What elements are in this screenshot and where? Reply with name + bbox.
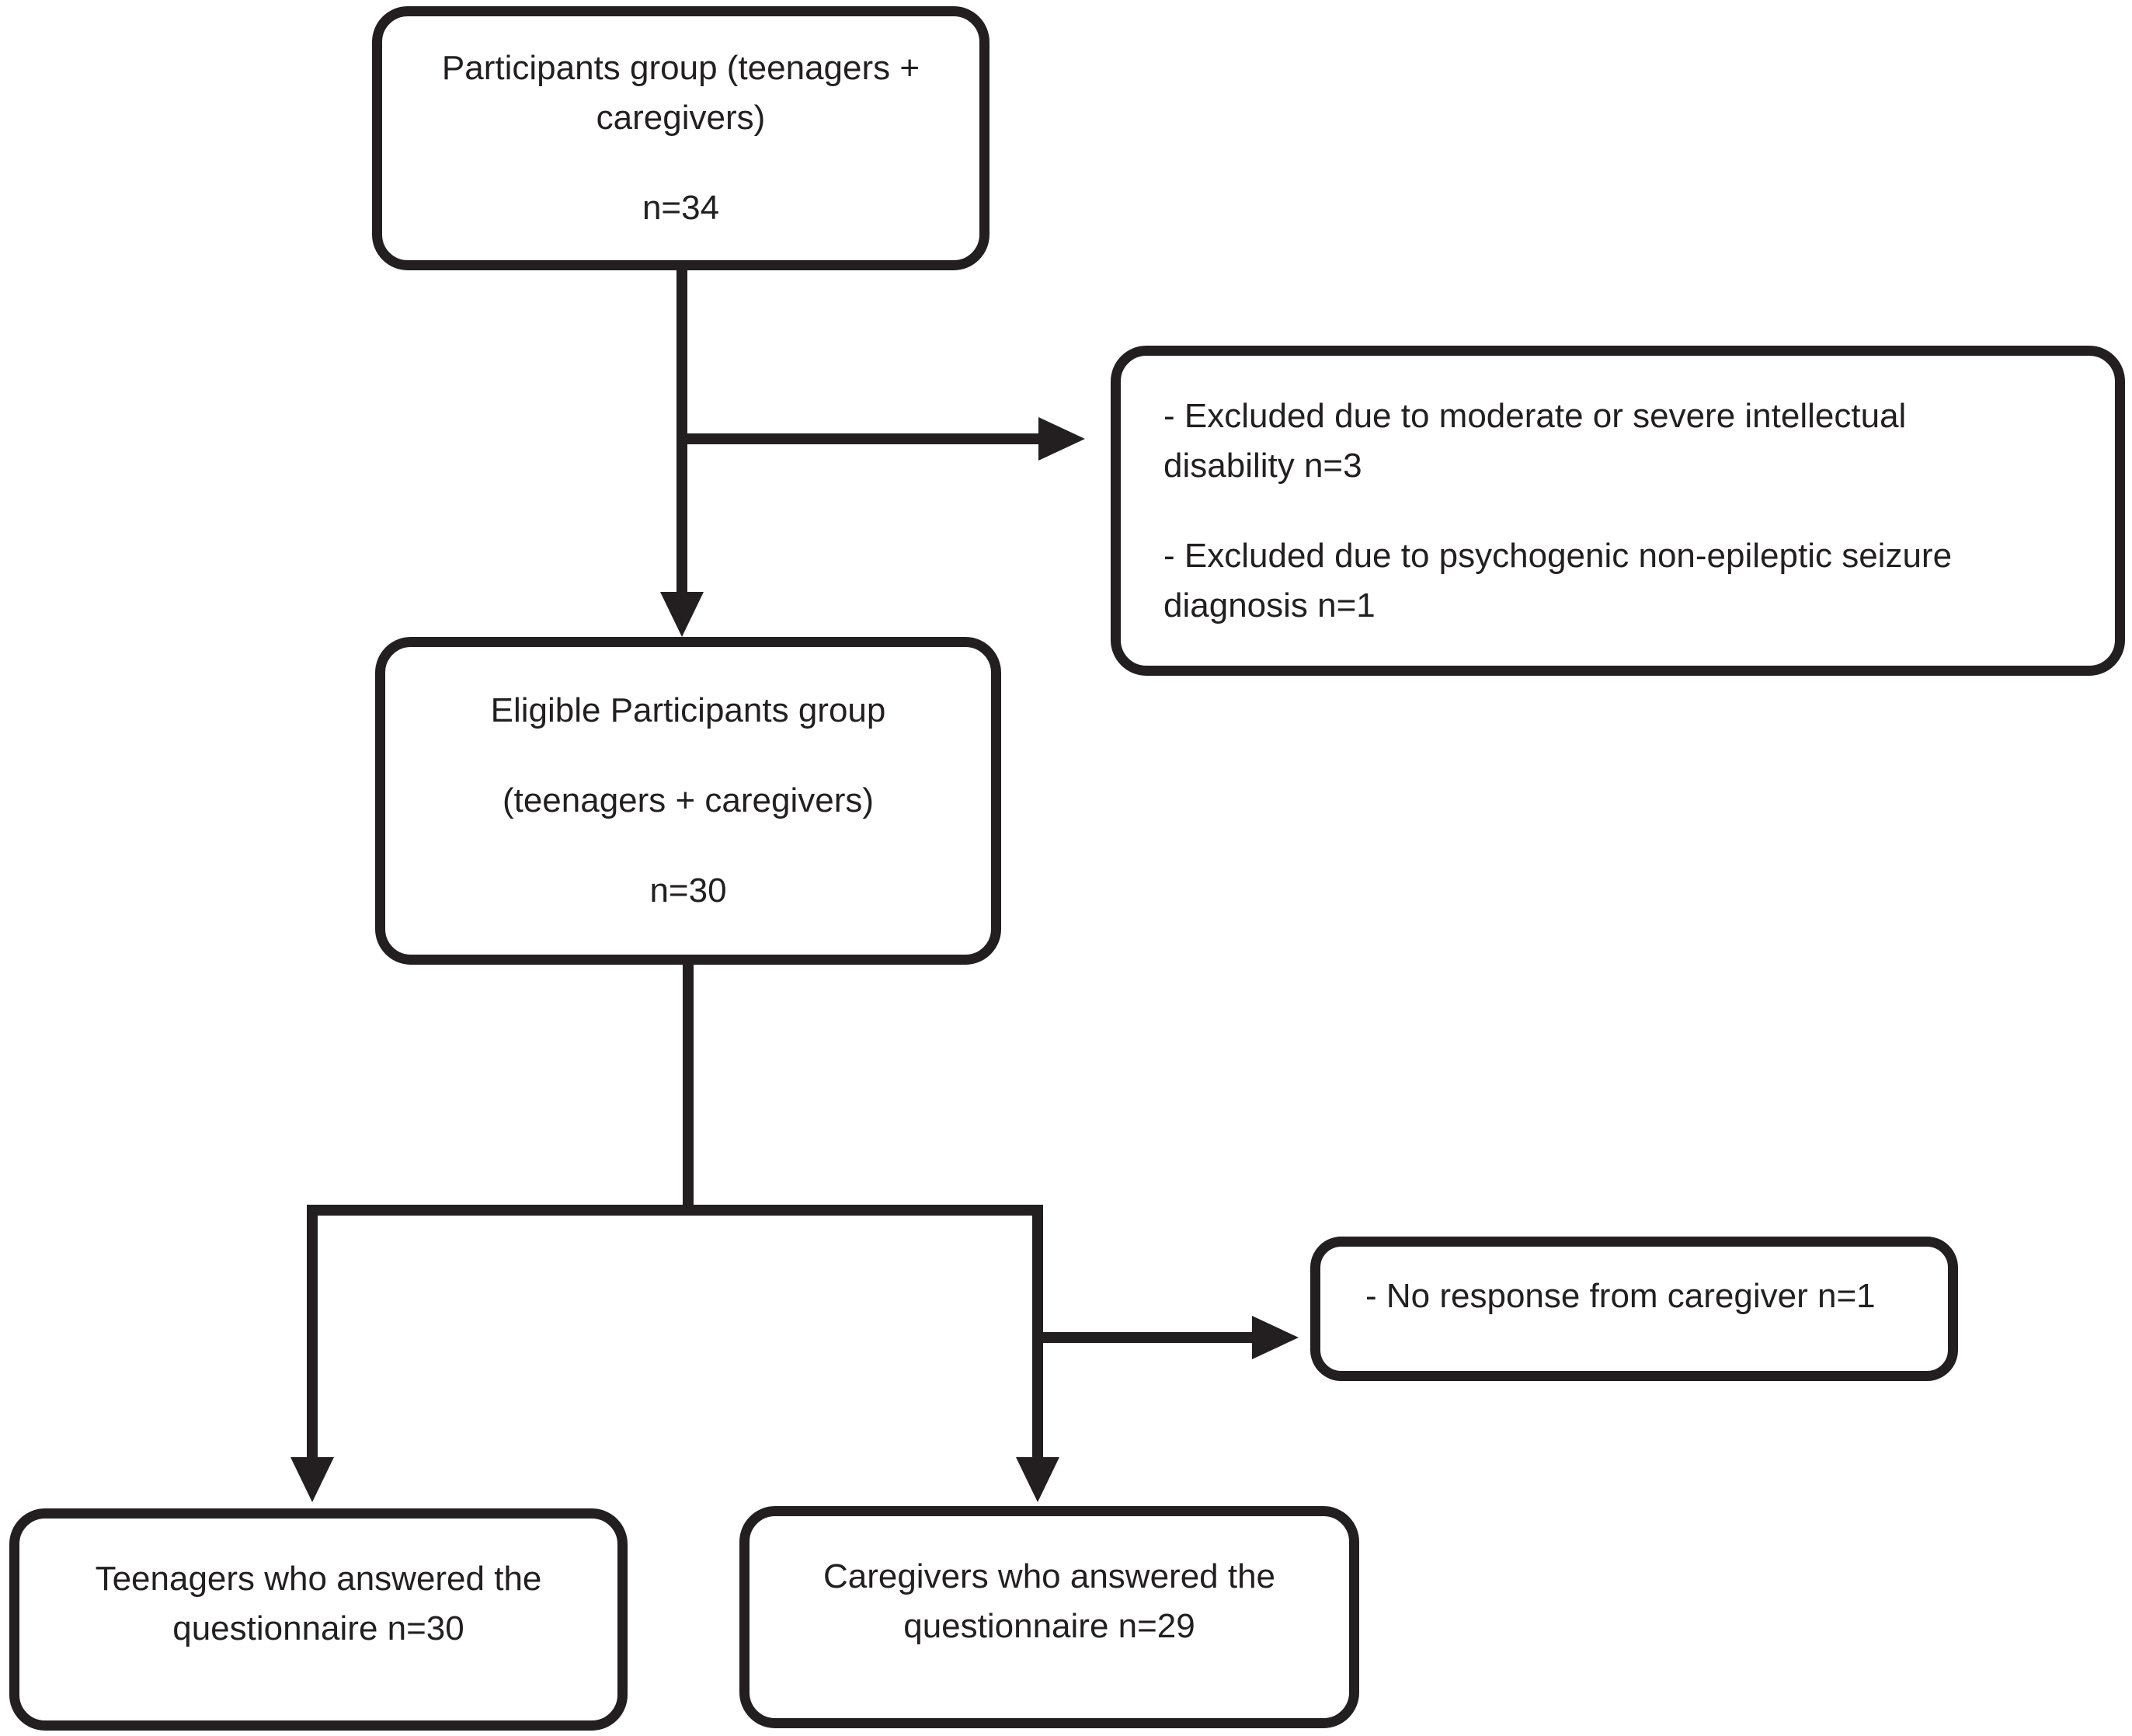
text-line: - No response from caregiver n=1 [1365, 1277, 1876, 1315]
text-line: questionnaire n=29 [903, 1607, 1195, 1645]
arrowhead-down-teenagers-icon [290, 1457, 334, 1502]
text-line: disability n=3 [1163, 446, 1362, 485]
excluded-reason-2: - Excluded due to psychogenic non-epilep… [1163, 531, 1952, 631]
box-no-response: - No response from caregiver n=1 [1310, 1237, 1958, 1381]
eligible-subtitle: (teenagers + caregivers) [503, 776, 874, 826]
box-excluded-reasons: - Excluded due to moderate or severe int… [1111, 346, 2125, 676]
text-line: Eligible Participants group [490, 691, 886, 729]
text-line: n=34 [642, 189, 720, 227]
text-line: - Excluded due to psychogenic non-epilep… [1163, 536, 1953, 575]
box-teenagers-answered: Teenagers who answered the questionnaire… [9, 1508, 628, 1731]
eligible-title: Eligible Participants group [491, 686, 886, 736]
no-response-text: - No response from caregiver n=1 [1365, 1272, 1876, 1321]
eligible-count: n=30 [649, 866, 726, 916]
text-line: Teenagers who answered the [95, 1560, 542, 1598]
arrowhead-down-caregivers-icon [1016, 1457, 1059, 1502]
text-line: n=30 [649, 871, 727, 910]
box-caregivers-answered: Caregivers who answered the questionnair… [739, 1506, 1359, 1728]
text-line: caregivers) [596, 99, 766, 137]
arrowhead-down-eligible-icon [660, 592, 704, 637]
teenagers-text: Teenagers who answered the questionnaire… [96, 1554, 542, 1654]
text-line: - Excluded due to moderate or severe int… [1163, 396, 1907, 435]
box-participants-group: Participants group (teenagers + caregive… [372, 6, 989, 270]
text-line: diagnosis n=1 [1163, 586, 1376, 624]
text-line: Caregivers who answered the [823, 1557, 1276, 1595]
arrowhead-right-no-response-icon [1252, 1316, 1299, 1359]
text-line: (teenagers + caregivers) [502, 781, 875, 819]
participants-title: Participants group (teenagers + caregive… [442, 43, 920, 143]
text-line: questionnaire n=30 [172, 1609, 464, 1647]
text-line: Participants group (teenagers + [441, 49, 920, 87]
box-eligible-participants-group: Eligible Participants group (teenagers +… [375, 637, 1001, 965]
caregivers-text: Caregivers who answered the questionnair… [823, 1552, 1275, 1651]
participants-count: n=34 [642, 183, 719, 233]
arrowhead-right-excluded-icon [1038, 417, 1085, 461]
excluded-reason-1: - Excluded due to moderate or severe int… [1163, 391, 1906, 491]
